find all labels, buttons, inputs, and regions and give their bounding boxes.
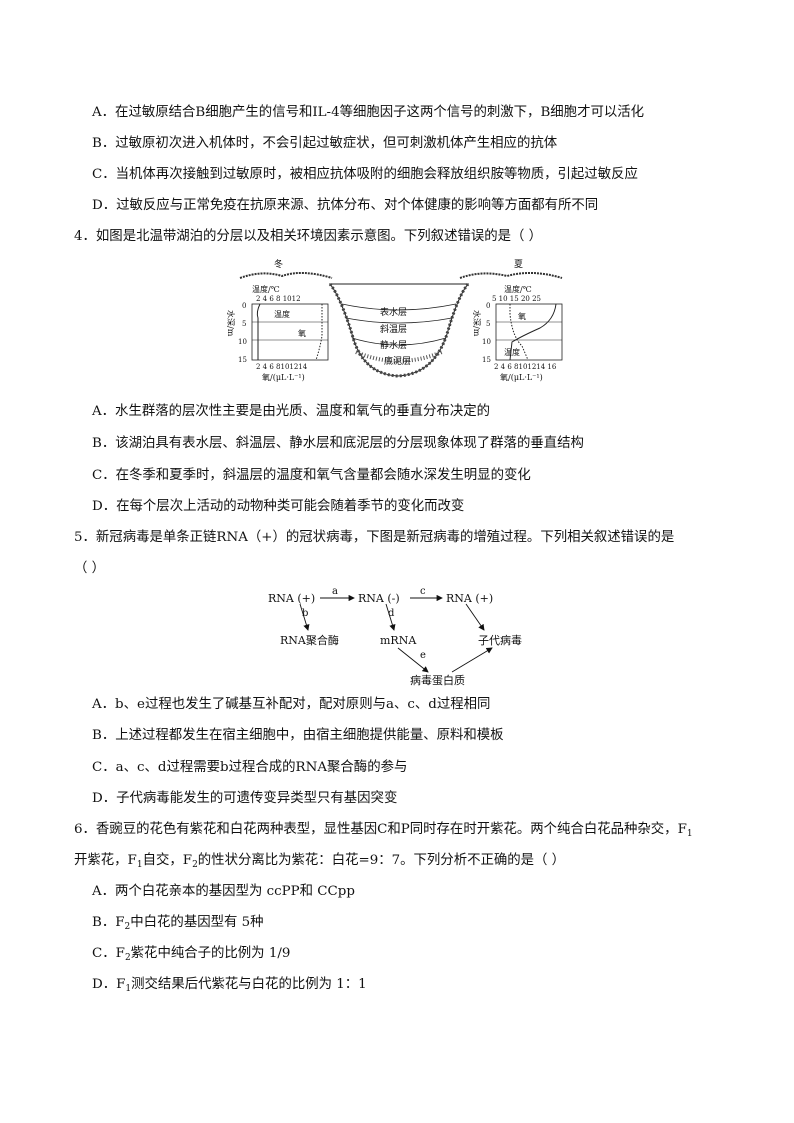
summer-oxygen-ticks: 2 4 6 8101214 16 [494,363,557,371]
winter-temp-axis-title: 温度/℃ [252,284,280,294]
arrow-c-label: c [420,586,426,597]
arrow-e [397,647,429,673]
layer-surface: 表水层 [380,306,407,318]
summer-temp-curve [509,303,557,361]
summer-depth-axis-title: 水深/m [472,310,482,337]
layer-line-1 [341,303,457,311]
winter-depth-0: 0 [242,302,246,310]
summer-oxygen-axis-title: 氧/(μL·L⁻¹) [500,372,543,382]
summer-depth-5: 5 [486,320,490,328]
q5-stem-line1: 5．新冠病毒是单条正链RNA（+）的冠状病毒，下图是新冠病毒的增殖过程。下列相关… [74,530,675,545]
winter-label: 冬 [274,258,283,270]
arrow-d-label: d [388,608,395,619]
winter-oxygen-curve-label: 氧 [298,328,306,338]
arrow-e-label: e [420,650,426,661]
q6-option-b: B．F2中白花的基因型有 5种 [92,915,264,932]
lake-stratification-figure: 冬 夏 表水层 斜温层 静水层 底泥层 温度/℃ 2 4 6 8 1012 水深… [226,258,563,382]
q5-option-a: A．b、e过程也发生了碱基互补配对，配对原则与a、c、d过程相同 [92,697,491,712]
summer-ground [459,272,563,279]
q6-stem-line1: 6．香豌豆的花色有紫花和白花两种表型，显性基因C和P同时存在时开紫花。两个纯合白… [74,822,693,839]
winter-plot-frame [251,303,329,361]
rna-plus-2: RNA (+) [446,592,493,605]
summer-temp-ticks: 5 10 15 20 25 [492,295,541,303]
arrow-rna-to-progeny [465,603,485,631]
arrow-b-label: b [302,608,308,619]
winter-temp-curve [256,303,261,360]
winter-oxygen-ticks: 2 4 6 8101214 [256,363,308,371]
winter-depth-axis-title: 水深/m [226,310,236,337]
winter-depth-15: 15 [238,356,247,364]
layer-line-2 [345,317,453,324]
viral-protein: 病毒蛋白质 [410,673,465,687]
layer-thermocline: 斜温层 [380,323,407,335]
q4-option-c: C．在冬季和夏季时，斜温层的温度和氧气含量都会随水深发生明显的变化 [92,468,531,483]
summer-label: 夏 [514,259,523,270]
summer-temp-curve-label: 温度 [504,347,520,357]
lake-shore [328,283,470,378]
winter-temp-ticks: 2 4 6 8 1012 [256,295,301,303]
q6-stem-line2: 开紫花，F1自交，F2的性状分离比为紫花：白花=9：7。下列分析不正确的是（ ） [74,853,566,870]
summer-depth-10: 10 [482,338,491,346]
q5-option-d: D．子代病毒能发生的可遗传变异类型只有基因突变 [92,791,398,806]
winter-depth-5: 5 [242,320,246,328]
q5-option-c: C．a、c、d过程需要b过程合成的RNA聚合酶的参与 [92,760,408,775]
arrow-d [385,603,396,631]
layer-line-3 [351,337,447,346]
q4-stem: 4．如图是北温带湖泊的分层以及相关环境因素示意图。下列叙述错误的是（ ） [74,229,543,244]
summer-depth-15: 15 [482,356,491,364]
layer-sediment: 底泥层 [384,355,411,367]
q4-option-a: A．水生群落的层次性主要是由光质、温度和氧气的垂直分布决定的 [92,404,490,419]
q6-option-d: D．F1测交结果后代紫花与白花的比例为 1：1 [92,977,367,994]
summer-depth-0: 0 [486,302,490,310]
q4-option-b: B．该湖泊具有表水层、斜温层、静水层和底泥层的分层现象体现了群落的垂直结构 [92,436,584,451]
mrna: mRNA [380,634,417,647]
q5-stem-line2: （ ） [74,561,106,576]
arrow-b [299,603,310,631]
winter-oxygen-axis-title: 氧/(μL·L⁻¹) [262,372,305,382]
q6-option-a: A．两个白花亲本的基因型为 ccPP和 CCpp [92,884,355,899]
winter-ground [239,272,333,279]
layer-hypolimnion: 静水层 [380,339,407,351]
summer-oxygen-curve [509,304,529,361]
q5-option-b: B．上述过程都发生在宿主细胞中，由宿主细胞提供能量、原料和模板 [92,728,504,743]
q6-option-c: C．F2紫花中纯合子的比例为 1/9 [92,946,291,963]
rna-polymerase: RNA聚合酶 [280,633,339,647]
summer-oxygen-curve-label: 氧 [518,311,526,321]
summer-temp-axis-title: 温度/℃ [504,284,532,294]
winter-oxygen-curve [315,304,323,361]
q4-option-d: D．在每个层次上活动的动物种类可能会随着季节的变化而改变 [92,499,465,514]
summer-plot-frame [495,303,563,361]
rna-plus-1: RNA (+) [268,592,315,605]
q3-option-b: B．过敏原初次进入机体时，不会引起过敏症状，但可刺激机体产生相应的抗体 [92,136,558,151]
winter-temp-curve-label: 温度 [274,309,290,319]
virus-replication-figure: RNA (+) RNA (-) RNA (+) a c b d RNA聚合酶 m… [268,586,522,687]
arrow-a-label: a [332,586,338,597]
winter-depth-10: 10 [238,338,247,346]
rna-minus: RNA (-) [358,592,400,605]
q3-option-a: A．在过敏原结合B细胞产生的信号和IL-4等细胞因子这两个信号的刺激下，B细胞才… [92,105,645,120]
q3-option-d: D．过敏反应与正常免疫在抗原来源、抗体分布、对个体健康的影响等方面都有所不同 [92,198,599,213]
progeny-virus: 子代病毒 [478,633,522,647]
q3-option-c: C．当机体再次接触到过敏原时，被相应抗体吸附的细胞会释放组织胺等物质，引起过敏反… [92,167,638,182]
arrow-protein-to-progeny [451,647,493,673]
